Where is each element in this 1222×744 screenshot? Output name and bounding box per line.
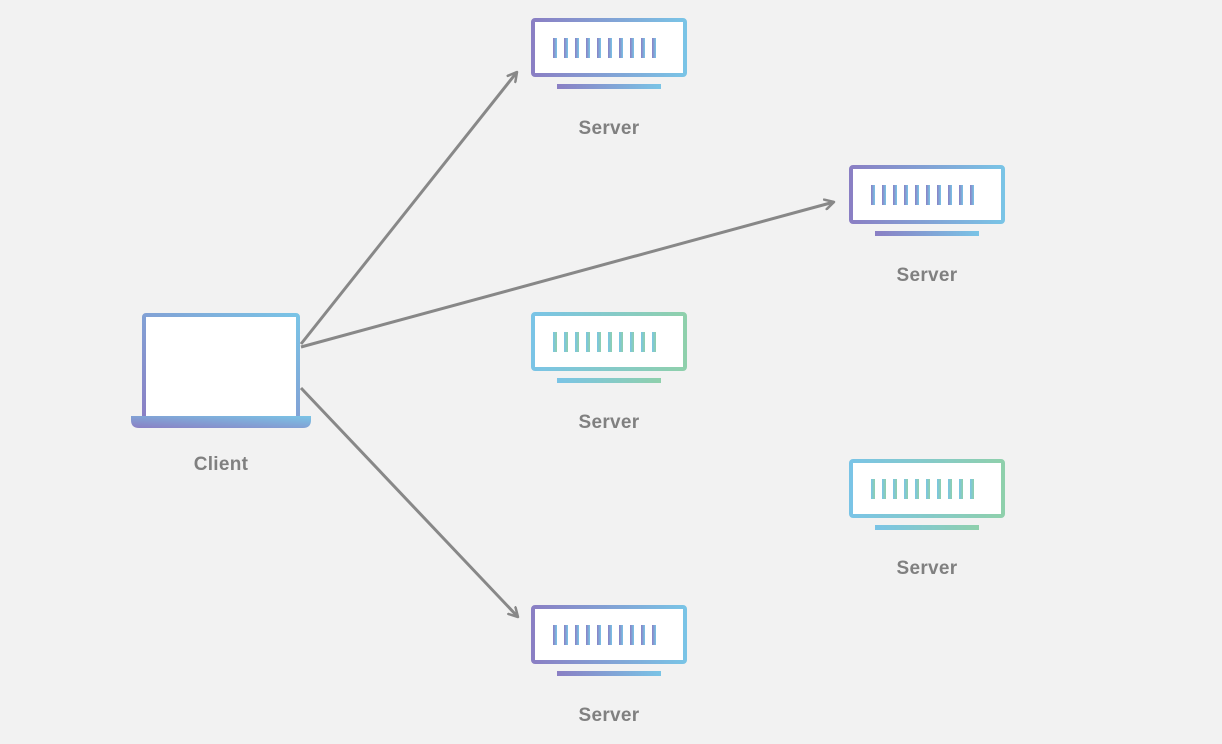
client-node: Client <box>131 313 311 475</box>
server-node-4: Server <box>849 459 1005 579</box>
server-label-2: Server <box>897 265 958 286</box>
arrow-client-to-server-2 <box>300 202 834 349</box>
server-label-4: Server <box>897 558 958 579</box>
server-label-5: Server <box>579 705 640 726</box>
server-icon <box>531 18 687 89</box>
connection-arrows <box>299 72 834 617</box>
server-icon <box>531 312 687 383</box>
server-icon <box>849 459 1005 530</box>
server-label-1: Server <box>579 118 640 139</box>
server-node-2: Server <box>849 165 1005 286</box>
server-node-1: Server <box>531 18 687 139</box>
arrow-client-to-server-1 <box>299 72 517 345</box>
arrow-client-to-server-5 <box>299 386 518 617</box>
server-node-5: Server <box>531 605 687 726</box>
server-icon <box>849 165 1005 236</box>
server-icon <box>531 605 687 676</box>
server-node-3: Server <box>531 312 687 433</box>
laptop-icon <box>131 313 311 428</box>
server-label-3: Server <box>579 412 640 433</box>
client-label: Client <box>194 454 249 475</box>
